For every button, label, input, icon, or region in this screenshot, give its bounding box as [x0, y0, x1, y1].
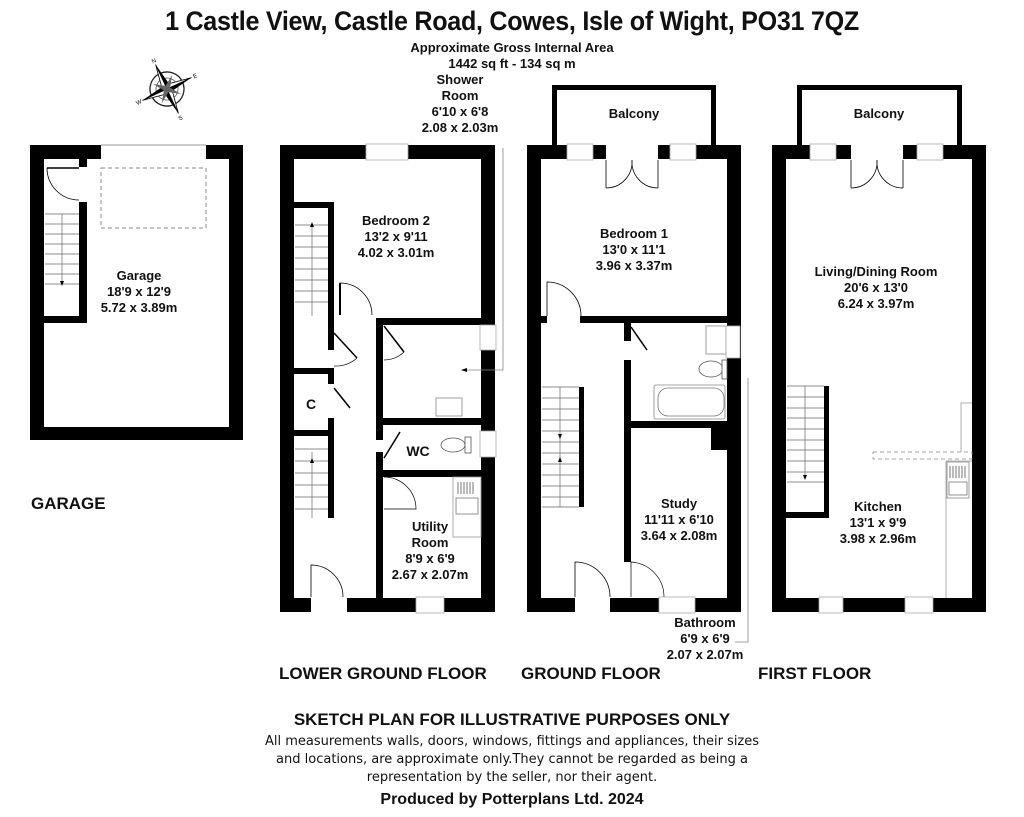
- room-size-imperial: 13'1 x 9'9: [849, 515, 907, 530]
- disclaimer-line-3: representation by the seller, nor their …: [366, 770, 658, 785]
- compass-s: S: [178, 115, 184, 120]
- room-size-imperial: 20'6 x 13'0: [843, 280, 909, 295]
- room-label-balcony-ground: Balcony: [608, 106, 660, 121]
- room-size-imperial: 11'11 x 6'10: [644, 512, 714, 527]
- room-size-metric: 3.96 x 3.37m: [595, 258, 673, 273]
- compass-rose-icon: N E S W: [135, 58, 198, 120]
- lower-ground-floor-plan: [280, 143, 504, 614]
- room-name-line2: Room: [411, 535, 449, 550]
- gia-value: 1442 sq ft - 134 sq m: [448, 56, 576, 71]
- room-label-bedroom-1: Bedroom 1 13'0 x 11'1 3.96 x 3.37m: [579, 226, 689, 274]
- room-label-bathroom: Bathroom 6'9 x 6'9 2.07 x 2.07m: [650, 615, 760, 663]
- disclaimer-line-2: and locations, are approximate only.They…: [276, 752, 748, 767]
- room-name: Study: [660, 496, 698, 511]
- room-name: Bathroom: [674, 615, 736, 630]
- room-size-metric: 3.98 x 2.96m: [839, 531, 917, 546]
- gross-internal-area: Approximate Gross Internal Area 1442 sq …: [362, 40, 662, 72]
- page-title: 1 Castle View, Castle Road, Cowes, Isle …: [165, 6, 859, 36]
- compass-e: E: [192, 73, 198, 80]
- room-name-line2: Room: [441, 88, 479, 103]
- room-size-imperial: 8'9 x 6'9: [405, 551, 455, 566]
- room-label-utility-room: Utility Room 8'9 x 6'9 2.67 x 2.07m: [380, 519, 480, 583]
- room-size-metric: 3.64 x 2.08m: [640, 528, 718, 543]
- room-size-imperial: 13'2 x 9'11: [364, 229, 428, 244]
- disclaimer-heading: SKETCH PLAN FOR ILLUSTRATIVE PURPOSES ON…: [293, 710, 731, 729]
- room-label-wc: WC: [406, 443, 430, 459]
- room-size-metric: 2.67 x 2.07m: [391, 567, 469, 582]
- disclaimer-body: All measurements walls, doors, windows, …: [0, 733, 1024, 787]
- room-name-line1: Utility: [411, 519, 449, 534]
- room-name-line1: Shower: [436, 72, 484, 87]
- room-label-balcony-first: Balcony: [853, 106, 905, 121]
- first-floor-plan: [772, 85, 986, 614]
- disclaimer-line-1: All measurements walls, doors, windows, …: [264, 734, 760, 749]
- room-name: Garage: [116, 268, 162, 283]
- room-size-metric: 6.24 x 3.97m: [837, 296, 915, 311]
- room-size-metric: 2.07 x 2.07m: [666, 647, 744, 662]
- room-size-metric: 4.02 x 3.01m: [357, 245, 435, 260]
- floor-label-garage: GARAGE: [31, 494, 106, 513]
- room-size-imperial: 6'10 x 6'8: [431, 104, 489, 119]
- room-label-cupboard: C: [305, 396, 317, 412]
- room-label-bedroom-2: Bedroom 2 13'2 x 9'11 4.02 x 3.01m: [336, 213, 456, 261]
- compass-w: W: [135, 99, 143, 107]
- room-name: Living/Dining Room: [814, 264, 938, 279]
- floor-label-lower-ground: LOWER GROUND FLOOR: [279, 664, 487, 683]
- room-name: Bedroom 1: [600, 226, 668, 241]
- room-size-metric: 2.08 x 2.03m: [421, 120, 499, 135]
- room-label-living-dining: Living/Dining Room 20'6 x 13'0 6.24 x 3.…: [801, 264, 951, 312]
- gia-heading: Approximate Gross Internal Area: [410, 40, 614, 55]
- room-label-study: Study 11'11 x 6'10 3.64 x 2.08m: [624, 496, 734, 544]
- room-label-garage: Garage 18'9 x 12'9 5.72 x 3.89m: [84, 268, 194, 316]
- ground-floor-plan: [527, 85, 749, 643]
- producer-credit: Produced by Potterplans Ltd. 2024: [380, 791, 644, 808]
- room-label-shower-room: Shower Room 6'10 x 6'8 2.08 x 2.03m: [405, 72, 515, 136]
- room-name: Kitchen: [854, 499, 902, 514]
- floor-label-first: FIRST FLOOR: [758, 664, 872, 683]
- room-size-imperial: 6'9 x 6'9: [680, 631, 730, 646]
- compass-n: N: [151, 58, 157, 65]
- room-label-kitchen: Kitchen 13'1 x 9'9 3.98 x 2.96m: [823, 499, 933, 547]
- room-name: Bedroom 2: [362, 213, 430, 228]
- garage-plan: [30, 144, 243, 440]
- room-size-metric: 5.72 x 3.89m: [100, 300, 178, 315]
- room-size-imperial: 18'9 x 12'9: [106, 284, 172, 299]
- floor-label-ground: GROUND FLOOR: [521, 664, 661, 683]
- room-size-imperial: 13'0 x 11'1: [602, 242, 666, 257]
